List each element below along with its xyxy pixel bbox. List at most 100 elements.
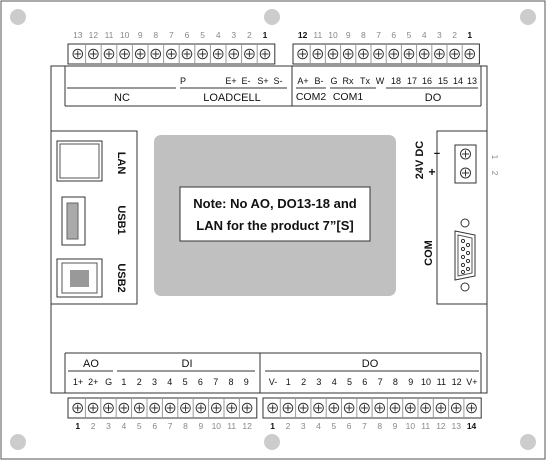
bottom-left-screw[interactable] bbox=[180, 402, 191, 414]
mounting-hole-bottom-left bbox=[10, 434, 26, 450]
bottom-right-pin-number: 8 bbox=[377, 421, 382, 431]
top-left-screw[interactable] bbox=[228, 48, 240, 60]
bottom-right-pin-number: 3 bbox=[301, 421, 306, 431]
top-left-pin-number: 7 bbox=[169, 30, 174, 40]
lan-port-inner bbox=[59, 143, 100, 179]
bottom-right-signal-label: 10 bbox=[421, 377, 431, 387]
power-label: 24V DC bbox=[414, 141, 426, 180]
top-right-screw[interactable] bbox=[418, 48, 430, 60]
top-left-pin-number: 8 bbox=[153, 30, 158, 40]
top-right-screw[interactable] bbox=[373, 48, 384, 60]
top-left-screw[interactable] bbox=[150, 48, 162, 60]
bottom-right-screw[interactable] bbox=[420, 402, 431, 414]
top-right-screw[interactable] bbox=[312, 48, 324, 60]
bottom-right-screw[interactable] bbox=[282, 402, 294, 414]
bottom-right-screw[interactable] bbox=[297, 402, 309, 414]
bottom-left-screw[interactable] bbox=[118, 402, 130, 414]
top-right-pin-number: 7 bbox=[376, 30, 381, 40]
bottom-left-pin-number: 9 bbox=[199, 421, 204, 431]
bottom-right-screw[interactable] bbox=[328, 402, 340, 414]
top-right-screw[interactable] bbox=[449, 48, 460, 60]
bottom-left-screw[interactable] bbox=[195, 402, 207, 414]
top-right-screw[interactable] bbox=[358, 48, 369, 60]
top-right-signal-label: Tx bbox=[360, 76, 370, 86]
bottom-right-screw[interactable] bbox=[389, 402, 401, 414]
bottom-right-screw[interactable] bbox=[450, 402, 462, 414]
bottom-right-pin-number: 10 bbox=[406, 421, 416, 431]
bottom-left-screw[interactable] bbox=[72, 402, 83, 414]
top-left-screw[interactable] bbox=[197, 48, 208, 60]
lan-port[interactable] bbox=[56, 140, 103, 182]
top-right-pin-number: 2 bbox=[452, 30, 457, 40]
db9-com-port[interactable] bbox=[454, 218, 476, 292]
top-left-screw[interactable] bbox=[88, 48, 99, 60]
bottom-right-signal-label: V+ bbox=[466, 377, 477, 387]
top-left-screw[interactable] bbox=[72, 48, 84, 60]
top-right-signal-label: Rx bbox=[343, 76, 354, 86]
bottom-left-screw[interactable] bbox=[87, 402, 99, 414]
bottom-left-screw[interactable] bbox=[226, 402, 237, 414]
top-left-screw[interactable] bbox=[212, 48, 224, 60]
bottom-right-screw[interactable] bbox=[466, 402, 477, 414]
bottom-left-screw[interactable] bbox=[134, 402, 145, 414]
usb1-label: USB1 bbox=[115, 205, 127, 234]
top-right-pin-number: 3 bbox=[437, 30, 442, 40]
bottom-right-screw[interactable] bbox=[359, 402, 370, 414]
top-right-screw[interactable] bbox=[464, 48, 476, 60]
bottom-left-screw[interactable] bbox=[241, 402, 253, 414]
bottom-left-screw[interactable] bbox=[103, 402, 114, 414]
lan-label: LAN bbox=[115, 152, 127, 175]
bottom-right-signal-label: 7 bbox=[378, 377, 383, 387]
top-left-signal-label: E- bbox=[242, 76, 251, 86]
top-right-pin-number: 12 bbox=[298, 30, 308, 40]
bottom-right-pin-number: 4 bbox=[316, 421, 321, 431]
top-right-screw[interactable] bbox=[342, 48, 354, 60]
bottom-left-screw[interactable] bbox=[164, 402, 176, 414]
bottom-left-pin-number: 10 bbox=[212, 421, 222, 431]
top-right-signal-label: 14 bbox=[453, 76, 463, 86]
top-left-screw[interactable] bbox=[119, 48, 130, 60]
bottom-left-pin-number: 5 bbox=[137, 421, 142, 431]
top-left-screw[interactable] bbox=[244, 48, 255, 60]
bottom-left-pin-number: 4 bbox=[122, 421, 127, 431]
power-terminal-screw-2[interactable] bbox=[460, 167, 471, 179]
bottom-left-pin-number: 1 bbox=[75, 421, 80, 431]
bottom-right-screw[interactable] bbox=[267, 402, 278, 414]
top-left-pin-number: 10 bbox=[120, 30, 130, 40]
bottom-right-screw[interactable] bbox=[405, 402, 416, 414]
bottom-right-screw[interactable] bbox=[435, 402, 447, 414]
power-terminal-label-1: 1 bbox=[490, 155, 499, 160]
group-label-do-bottom: DO bbox=[362, 358, 379, 370]
top-right-screw[interactable] bbox=[403, 48, 415, 60]
top-left-screw[interactable] bbox=[181, 48, 193, 60]
top-right-screw[interactable] bbox=[327, 48, 339, 60]
top-right-screw[interactable] bbox=[297, 48, 308, 60]
bottom-right-screw[interactable] bbox=[343, 402, 355, 414]
power-terminal-screw-1[interactable] bbox=[460, 148, 471, 160]
bottom-right-pin-number: 1 bbox=[270, 421, 275, 431]
bottom-left-signal-label: 2+ bbox=[88, 377, 98, 387]
top-right-screw[interactable] bbox=[434, 48, 445, 60]
top-left-screw[interactable] bbox=[103, 48, 115, 60]
top-right-pin-number: 5 bbox=[407, 30, 412, 40]
bottom-right-screw[interactable] bbox=[313, 402, 324, 414]
bottom-right-signal-label: 9 bbox=[408, 377, 413, 387]
top-left-pin-number: 1 bbox=[263, 30, 268, 40]
group-label-com1: COM1 bbox=[333, 91, 363, 103]
bottom-right-signal-label: V- bbox=[269, 377, 278, 387]
mounting-hole-bottom-middle bbox=[264, 434, 280, 450]
bottom-right-pin-number: 7 bbox=[362, 421, 367, 431]
bottom-left-screw[interactable] bbox=[211, 402, 222, 414]
top-left-screw[interactable] bbox=[134, 48, 146, 60]
top-left-screw[interactable] bbox=[166, 48, 177, 60]
top-right-screw[interactable] bbox=[388, 48, 400, 60]
top-left-pin-number: 6 bbox=[185, 30, 190, 40]
bottom-left-pin-number: 7 bbox=[168, 421, 173, 431]
top-left-screw[interactable] bbox=[259, 48, 271, 60]
bottom-left-screw[interactable] bbox=[149, 402, 160, 414]
usb1-port-tongue bbox=[66, 202, 79, 240]
bottom-right-screw[interactable] bbox=[374, 402, 386, 414]
note-line-1: Note: No AO, DO13-18 and bbox=[193, 196, 357, 211]
